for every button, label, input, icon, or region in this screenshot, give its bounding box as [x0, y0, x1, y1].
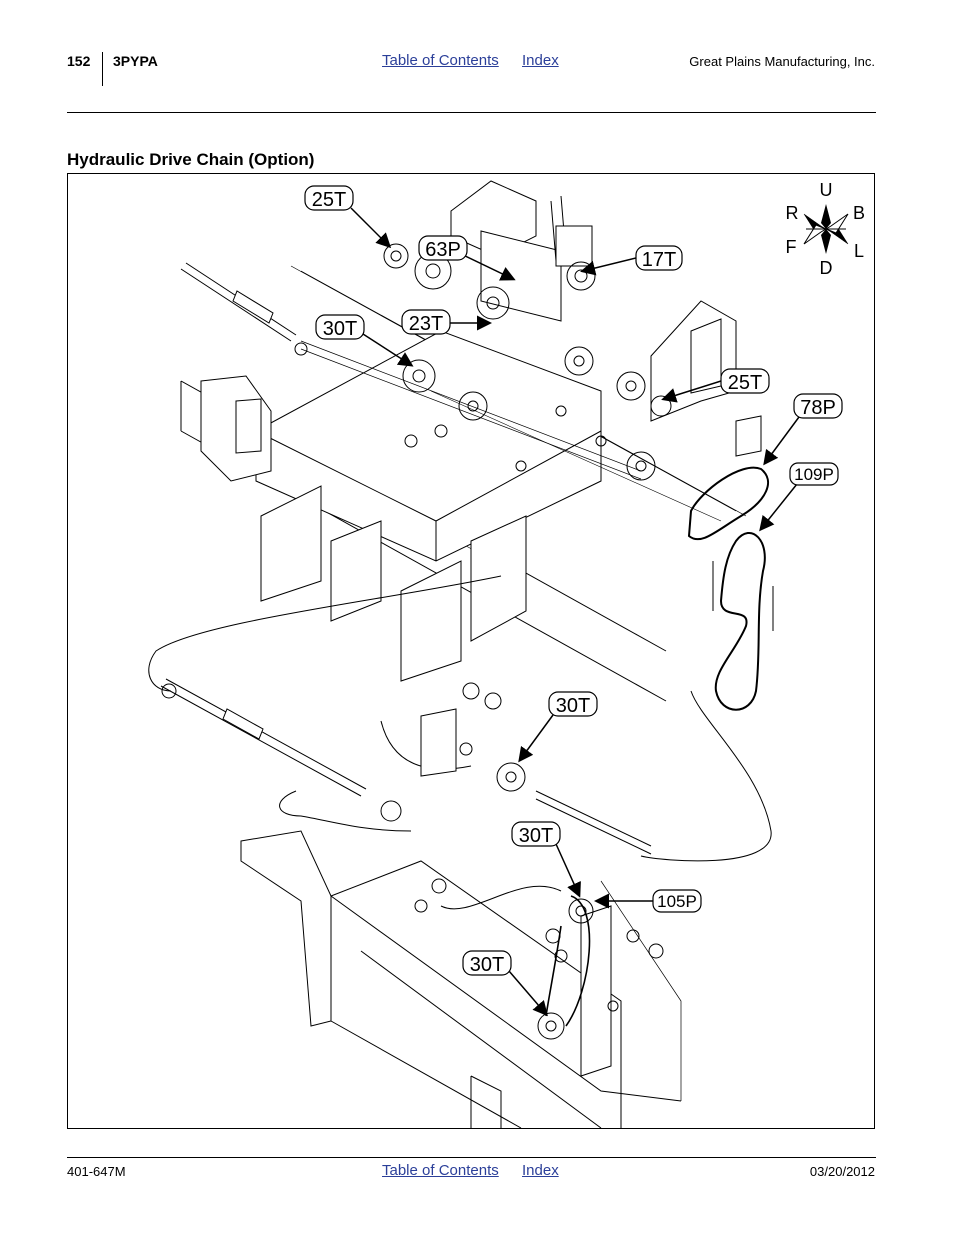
- callout-30t-middle: 30T: [548, 691, 598, 717]
- callout-25t-top: 25T: [304, 185, 354, 211]
- callouts: [350, 207, 800, 1017]
- toc-link-bottom[interactable]: Table of Contents: [382, 1162, 499, 1179]
- svg-text:30T: 30T: [556, 695, 590, 717]
- svg-text:30T: 30T: [323, 318, 357, 340]
- svg-text:63P: 63P: [425, 239, 461, 261]
- footer-rule: [67, 1157, 876, 1158]
- svg-text:30T: 30T: [519, 825, 553, 847]
- callout-17t: 17T: [635, 245, 683, 271]
- index-link-top[interactable]: Index: [522, 52, 559, 69]
- svg-text:78P: 78P: [800, 397, 836, 419]
- callout-30t-upper: 30T: [315, 314, 365, 340]
- compass-up: U: [820, 180, 833, 200]
- revision-date: 03/20/2012: [809, 1164, 875, 1179]
- compass-right: R: [786, 203, 799, 223]
- index-link-bottom[interactable]: Index: [522, 1162, 559, 1179]
- svg-text:25T: 25T: [312, 189, 346, 211]
- parts-diagram: U D R B F L 25T 63P: [148, 180, 866, 1143]
- svg-text:17T: 17T: [642, 249, 676, 271]
- header-divider: [102, 52, 103, 86]
- company-name: Great Plains Manufacturing, Inc.: [689, 54, 875, 69]
- section-title: Hydraulic Drive Chain (Option): [67, 150, 315, 169]
- callout-78p: 78P: [793, 393, 843, 419]
- svg-text:30T: 30T: [470, 954, 504, 976]
- page-number: 152: [67, 53, 91, 69]
- compass-back: B: [853, 203, 865, 223]
- compass-front: F: [786, 237, 797, 257]
- compass-down: D: [820, 258, 833, 278]
- svg-text:105P: 105P: [657, 892, 697, 911]
- compass-rose: U D R B F L: [786, 180, 866, 278]
- svg-text:25T: 25T: [728, 372, 762, 394]
- svg-text:109P: 109P: [794, 465, 834, 484]
- figure-frame: U D R B F L 25T 63P: [67, 173, 875, 1143]
- toc-link-top[interactable]: Table of Contents: [382, 52, 499, 69]
- compass-left: L: [854, 241, 864, 261]
- callout-30t-bottom: 30T: [462, 950, 512, 976]
- header-rule: [67, 112, 876, 113]
- model-name: 3PYPA: [113, 53, 158, 69]
- implement-drawing: [148, 180, 774, 1129]
- callout-30t-lower: 30T: [511, 821, 561, 847]
- document-number: 401-647M: [67, 1164, 126, 1179]
- callout-63p: 63P: [418, 235, 468, 261]
- callout-105p: 105P: [652, 889, 702, 913]
- callout-109p: 109P: [789, 462, 839, 486]
- svg-text:23T: 23T: [409, 313, 443, 335]
- callout-25t-right: 25T: [720, 368, 770, 394]
- callout-23t: 23T: [401, 309, 451, 335]
